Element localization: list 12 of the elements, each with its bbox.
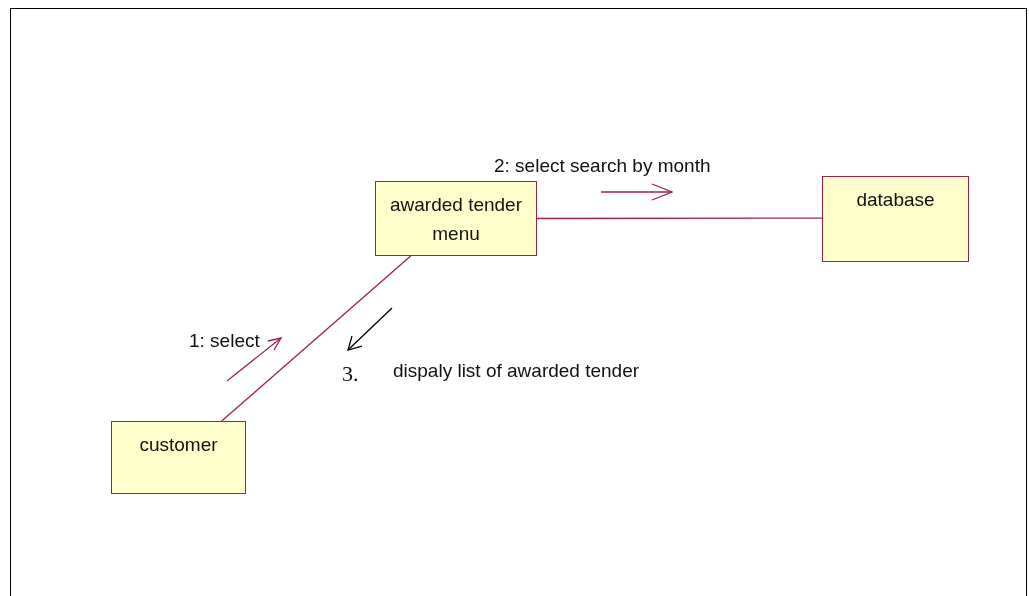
- object-name: awarded tender menu: [388, 193, 523, 246]
- message-label: 2: select search by month: [494, 154, 711, 178]
- message-label: 1: select: [189, 329, 260, 353]
- object-box: [375, 181, 537, 256]
- object-name: database: [855, 188, 936, 212]
- object-box: [822, 176, 969, 262]
- object-box: [111, 421, 246, 494]
- message-label: 3.: [342, 360, 359, 388]
- message-label: dispaly list of awarded tender: [393, 359, 640, 383]
- link-line: [221, 255, 412, 422]
- object-name: customer: [138, 433, 219, 457]
- link-line: [536, 217, 823, 220]
